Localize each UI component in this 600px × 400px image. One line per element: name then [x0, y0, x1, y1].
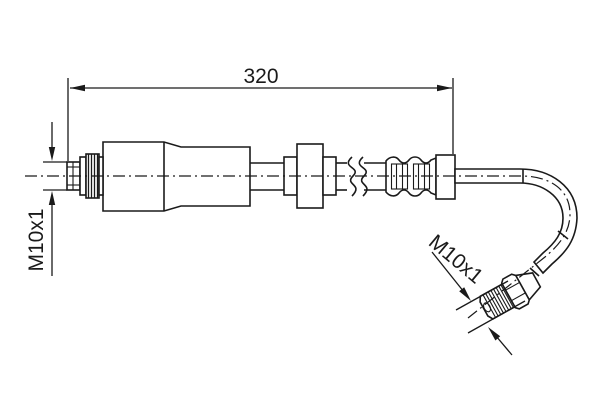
tube-joint-tick-3	[529, 267, 540, 277]
arrowhead-left	[70, 84, 85, 92]
dimension-320: 320	[67, 65, 454, 161]
arrowhead-up	[48, 191, 56, 205]
thread-lines	[482, 284, 514, 318]
thread-dimension-left: M10x1	[25, 122, 67, 276]
extension-line-b	[467, 300, 526, 334]
crimp-ferrule	[385, 154, 456, 200]
arrowhead-right	[437, 84, 452, 92]
tube-joint-tick-2	[557, 230, 569, 240]
extension-line-a	[455, 280, 509, 311]
end-fitting-hex-nut	[500, 273, 531, 310]
bent-tube	[454, 168, 578, 277]
left-thread-label: M10x1	[25, 208, 48, 271]
arrowhead-down	[48, 147, 56, 161]
hose-segment-2	[336, 162, 386, 191]
right-thread-label: M10x1	[424, 230, 487, 288]
arrowhead-to-thread	[459, 287, 471, 301]
centerline	[25, 175, 571, 319]
arrowhead-to-tip	[488, 327, 501, 341]
hose-segment-1	[250, 162, 284, 191]
end-fitting	[479, 272, 542, 320]
end-fitting-bore	[483, 302, 492, 313]
dimension-320-label: 320	[243, 65, 278, 88]
